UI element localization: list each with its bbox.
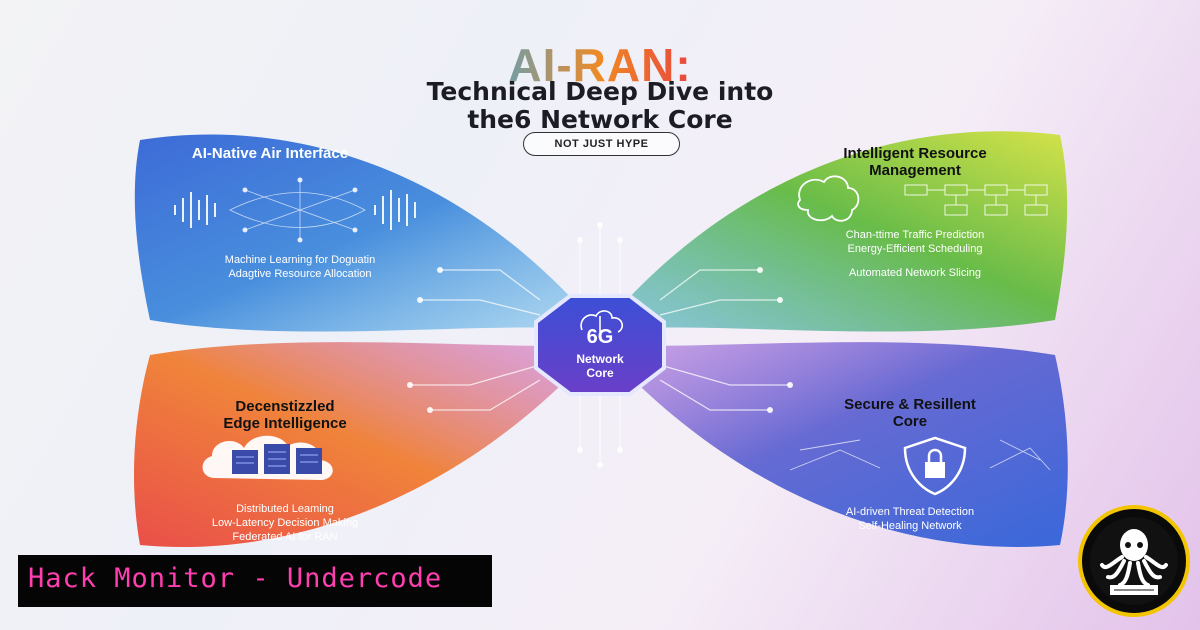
server-icon (232, 444, 322, 474)
title-line: Core (892, 413, 928, 430)
subtitle-line-1: Technical Deep Dive into (426, 77, 774, 106)
quadrant-title-edge-intelligence: Decenstizzled Edge Intelligence (155, 398, 415, 432)
title-line: Edge Intelligence (223, 415, 347, 432)
flowchart-icon (904, 184, 1048, 216)
core-label-core: Core (586, 366, 614, 380)
title-line: Decenstizzled (235, 398, 335, 415)
title-line: Intelligent Resource (843, 145, 987, 162)
brain-icon (580, 310, 624, 333)
text-line: Low-Latency Decision Making (211, 517, 359, 529)
text-line: Automated Network Slicing (848, 267, 982, 279)
text-line: Self-Healing Network (858, 520, 962, 532)
quadrant-title-air-interface: AI-Native Air Interface (191, 145, 349, 162)
neural-network-icon (229, 180, 366, 240)
title-line: Secure & Resillent (844, 396, 976, 413)
brain-outline-icon (797, 175, 860, 222)
main-title: AI-RAN: (360, 38, 840, 92)
quadrant-title-resource-management: Intelligent Resource Management (780, 145, 1050, 179)
core-octagon (534, 294, 666, 396)
quadrant-text-air-interface: Machine Learning for Doguatin Adagtive R… (170, 253, 430, 281)
core-label-6g: 6G (586, 326, 614, 348)
quadrant-title-secure-core: Secure & Resillent Core (790, 396, 1030, 430)
petal-top-right (600, 131, 1068, 332)
quadrant-text-edge-intelligence: Distributed Leaming Low-Latency Decision… (155, 502, 415, 544)
circuit-nodes (407, 222, 793, 468)
petal-top-left (134, 134, 600, 332)
brand-name: Hack Monitor - Undercode (28, 563, 443, 594)
octopus-logo-icon (1078, 505, 1190, 617)
text-line: Chan-ttime Traffic Prediction (845, 229, 985, 241)
quadrant-text-secure-core: AI-driven Threat Detection Self-Healing … (790, 505, 1030, 533)
waveform-icon (174, 190, 416, 230)
core-label-network: Network (576, 352, 624, 366)
petal-bottom-left (134, 342, 600, 547)
subtitle: Technical Deep Dive into the6 Network Co… (360, 78, 840, 134)
network-mesh-icon (789, 439, 1051, 471)
text-line: Adagtive Resource Allocation (228, 268, 372, 280)
text-line: Distributed Leaming (236, 503, 334, 515)
brand-bar (18, 555, 492, 607)
subtitle-line-2: the6 Network Core (467, 105, 733, 134)
tag-pill: NOT JUST HYPE (523, 132, 680, 156)
text-line: Federated AI for RAN (232, 531, 338, 543)
text-line: Machine Learning for Doguatin (224, 254, 376, 266)
circuit-lines (410, 225, 790, 465)
text-line: AI-driven Threat Detection (845, 506, 975, 518)
quadrant-text-resource-management: Chan-ttime Traffic Prediction Energy-Eff… (780, 228, 1050, 280)
text-line: Energy-Efficient Scheduling (847, 243, 983, 255)
shield-lock-icon (903, 436, 967, 496)
title-line: Management (869, 162, 961, 179)
